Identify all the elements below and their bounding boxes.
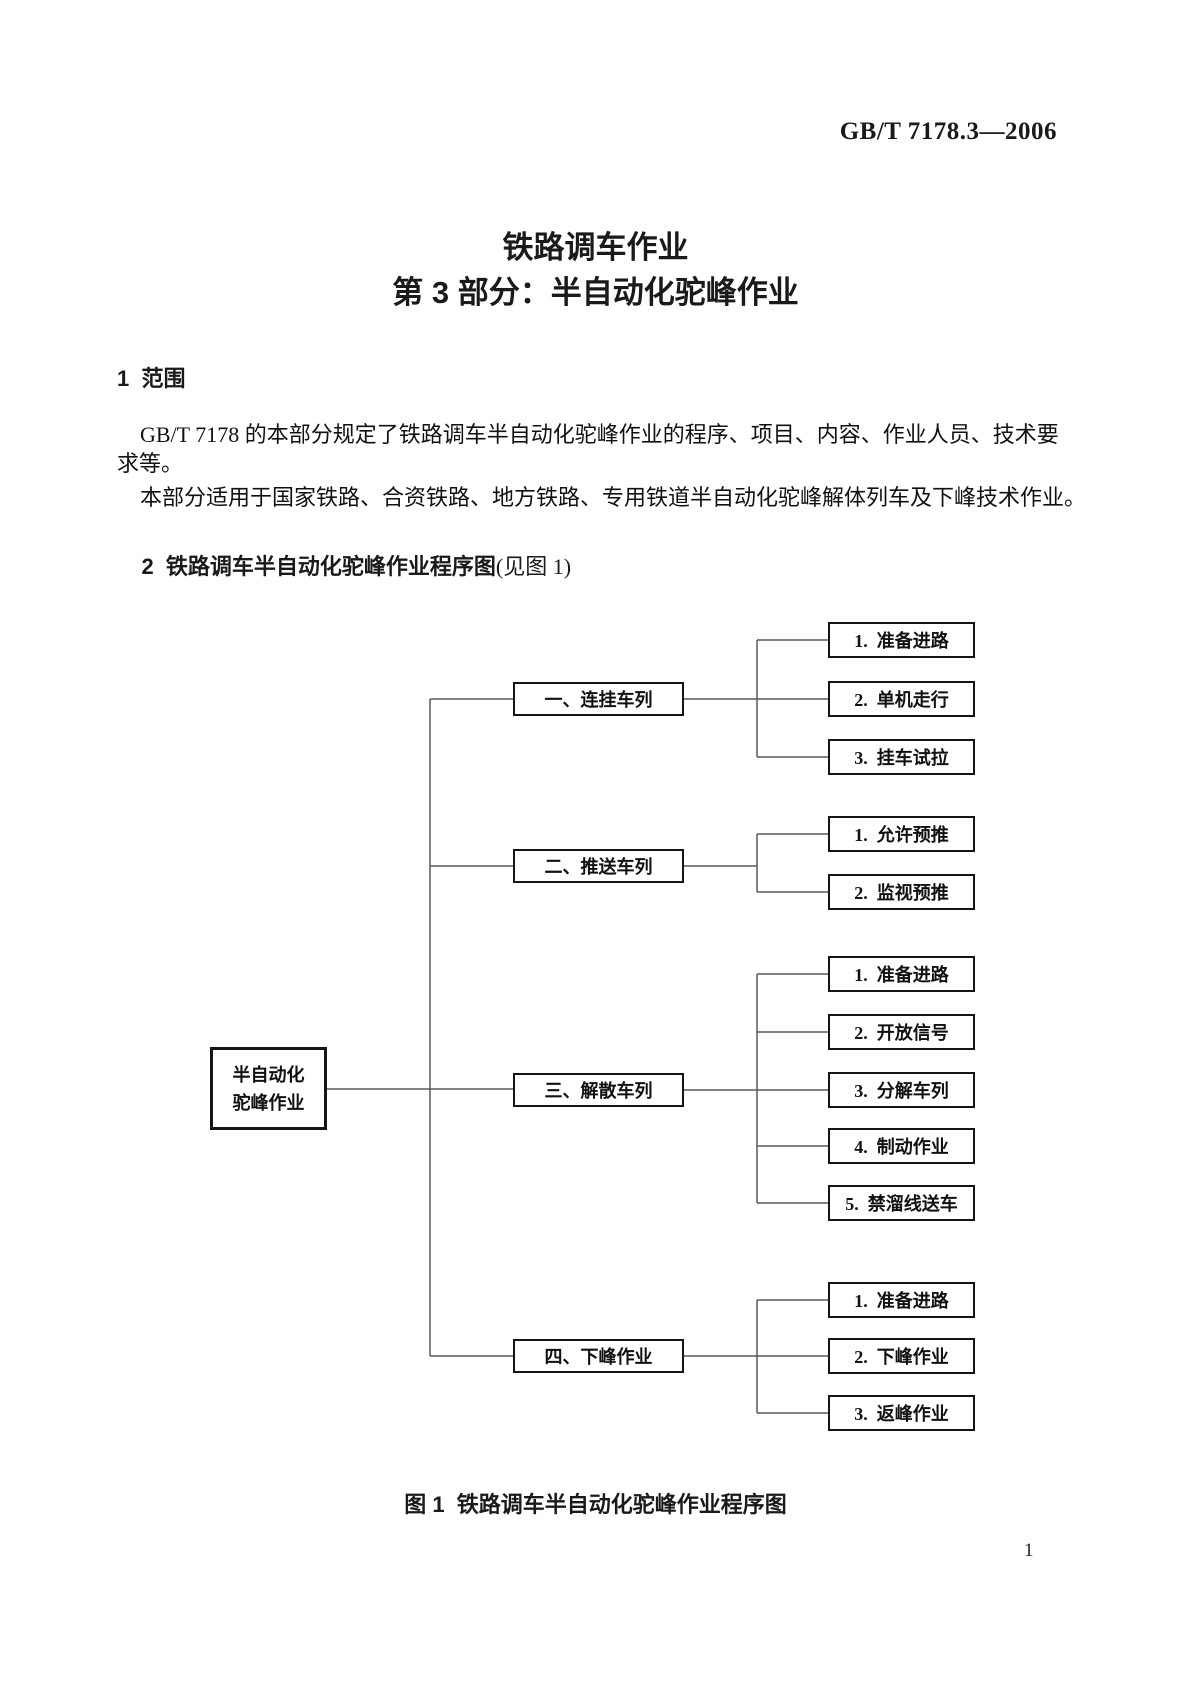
flow-step-box: 5. 禁溜线送车: [828, 1185, 975, 1221]
flow-branch-box-2: 二、推送车列: [513, 849, 684, 883]
flow-root-line1: 半自动化: [232, 1064, 305, 1085]
flow-step-box: 3. 返峰作业: [828, 1395, 975, 1431]
scope-paragraph-2: 本部分适用于国家铁路、合资铁路、地方铁路、专用铁道半自动化驼峰解体列车及下峰技术…: [140, 485, 1087, 510]
flow-branch-box-1: 一、连挂车列: [513, 682, 684, 716]
flow-branch-box-3: 三、解散车列: [513, 1073, 684, 1107]
scope-paragraph-line2: 求等。: [117, 451, 184, 476]
flow-step-box: 1. 准备进路: [828, 1282, 975, 1318]
section-1-heading: 1 范围: [117, 366, 186, 391]
flow-step-box: 3. 挂车试拉: [828, 739, 975, 775]
section-2-heading: 2 铁路调车半自动化驼峰作业程序图(见图 1): [117, 523, 571, 607]
section-2-heading-suffix: (见图 1): [495, 554, 572, 579]
flow-step-box: 3. 分解车列: [828, 1072, 975, 1108]
flow-root-box: 半自动化 驼峰作业: [210, 1047, 327, 1130]
standard-number: GB/T 7178.3—2006: [839, 118, 1057, 145]
document-title-line2: 第 3 部分：半自动化驼峰作业: [392, 275, 799, 310]
document-title-line1: 铁路调车作业: [502, 230, 689, 265]
flow-step-box: 1. 准备进路: [828, 622, 975, 658]
flow-step-box: 4. 制动作业: [828, 1128, 975, 1164]
page-number: 1: [1024, 1540, 1034, 1561]
flow-branch-box-4: 四、下峰作业: [513, 1339, 684, 1373]
flow-step-box: 2. 监视预推: [828, 874, 975, 910]
figure-caption: 图 1 铁路调车半自动化驼峰作业程序图: [404, 1492, 787, 1517]
flow-step-box: 2. 开放信号: [828, 1014, 975, 1050]
flow-step-box: 1. 允许预推: [828, 816, 975, 852]
scope-paragraph-line1: GB/T 7178 的本部分规定了铁路调车半自动化驼峰作业的程序、项目、内容、作…: [140, 422, 1059, 447]
section-2-heading-text: 2 铁路调车半自动化驼峰作业程序图: [141, 554, 496, 579]
flow-step-box: 1. 准备进路: [828, 956, 975, 992]
flow-root-line2: 驼峰作业: [232, 1092, 305, 1113]
flow-step-box: 2. 单机走行: [828, 681, 975, 717]
flow-step-box: 2. 下峰作业: [828, 1338, 975, 1374]
